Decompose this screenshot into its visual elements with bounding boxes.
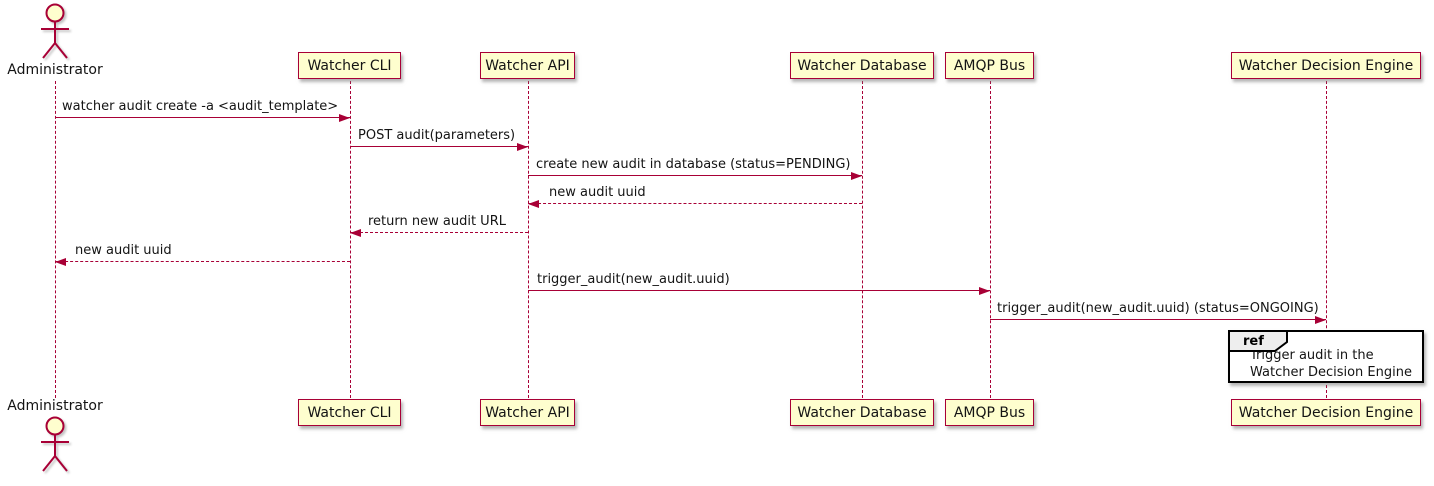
lifeline-watcher-database <box>862 81 863 398</box>
message-return-line <box>528 203 862 204</box>
lifeline-amqp-bus <box>990 81 991 398</box>
ref-tab-icon <box>1228 330 1288 352</box>
message-label: trigger_audit(new_audit.uuid) <box>537 272 730 287</box>
arrowhead-right-icon <box>517 142 528 151</box>
message-label: watcher audit create -a <audit_template> <box>62 99 339 114</box>
ref-keyword: ref <box>1243 334 1264 349</box>
message-label: trigger_audit(new_audit.uuid) (status=ON… <box>997 301 1319 316</box>
participant-watcher-api-bottom: Watcher API <box>480 399 575 426</box>
lifeline-administrator <box>55 81 56 398</box>
actor-label-administrator-bottom: Administrator <box>7 398 103 414</box>
message-return-line <box>55 261 350 262</box>
arrowhead-left-icon <box>350 228 361 237</box>
lifeline-watcher-cli <box>350 81 351 398</box>
message-label: create new audit in database (status=PEN… <box>536 157 851 172</box>
arrowhead-left-icon <box>55 257 66 266</box>
message-arrow-line <box>990 319 1326 320</box>
message-return-line <box>350 232 528 233</box>
ref-fragment: ref Trigger audit in the Watcher Decisio… <box>1228 330 1424 383</box>
participant-watcher-decision-engine-top: Watcher Decision Engine <box>1231 52 1421 79</box>
participant-watcher-database-top: Watcher Database <box>790 52 934 79</box>
arrowhead-left-icon <box>528 199 539 208</box>
participant-watcher-api-top: Watcher API <box>480 52 575 79</box>
arrowhead-right-icon <box>339 113 350 122</box>
actor-label-administrator-top: Administrator <box>7 62 103 78</box>
message-arrow-line <box>528 290 990 291</box>
participant-watcher-decision-engine-bottom: Watcher Decision Engine <box>1231 399 1421 426</box>
participant-amqp-bus-top: AMQP Bus <box>945 52 1034 79</box>
message-arrow-line <box>528 175 862 176</box>
message-arrow-line <box>55 117 350 118</box>
arrowhead-right-icon <box>851 171 862 180</box>
lifeline-watcher-decision-engine <box>1326 81 1327 398</box>
actor-figure-icon <box>41 3 69 59</box>
message-label: new audit uuid <box>549 185 646 200</box>
message-label: POST audit(parameters) <box>358 128 516 143</box>
ref-text-line2: Watcher Decision Engine <box>1250 365 1412 380</box>
message-arrow-line <box>350 146 528 147</box>
arrowhead-right-icon <box>979 286 990 295</box>
participant-watcher-cli-bottom: Watcher CLI <box>298 399 401 426</box>
lifeline-watcher-api <box>528 81 529 398</box>
participant-watcher-cli-top: Watcher CLI <box>298 52 401 79</box>
participant-watcher-database-bottom: Watcher Database <box>790 399 934 426</box>
ref-text-line1: Trigger audit in the <box>1250 348 1374 363</box>
message-label: return new audit URL <box>368 214 506 229</box>
message-label: new audit uuid <box>75 243 172 258</box>
actor-figure-icon <box>41 416 69 472</box>
arrowhead-right-icon <box>1315 315 1326 324</box>
participant-amqp-bus-bottom: AMQP Bus <box>945 399 1034 426</box>
